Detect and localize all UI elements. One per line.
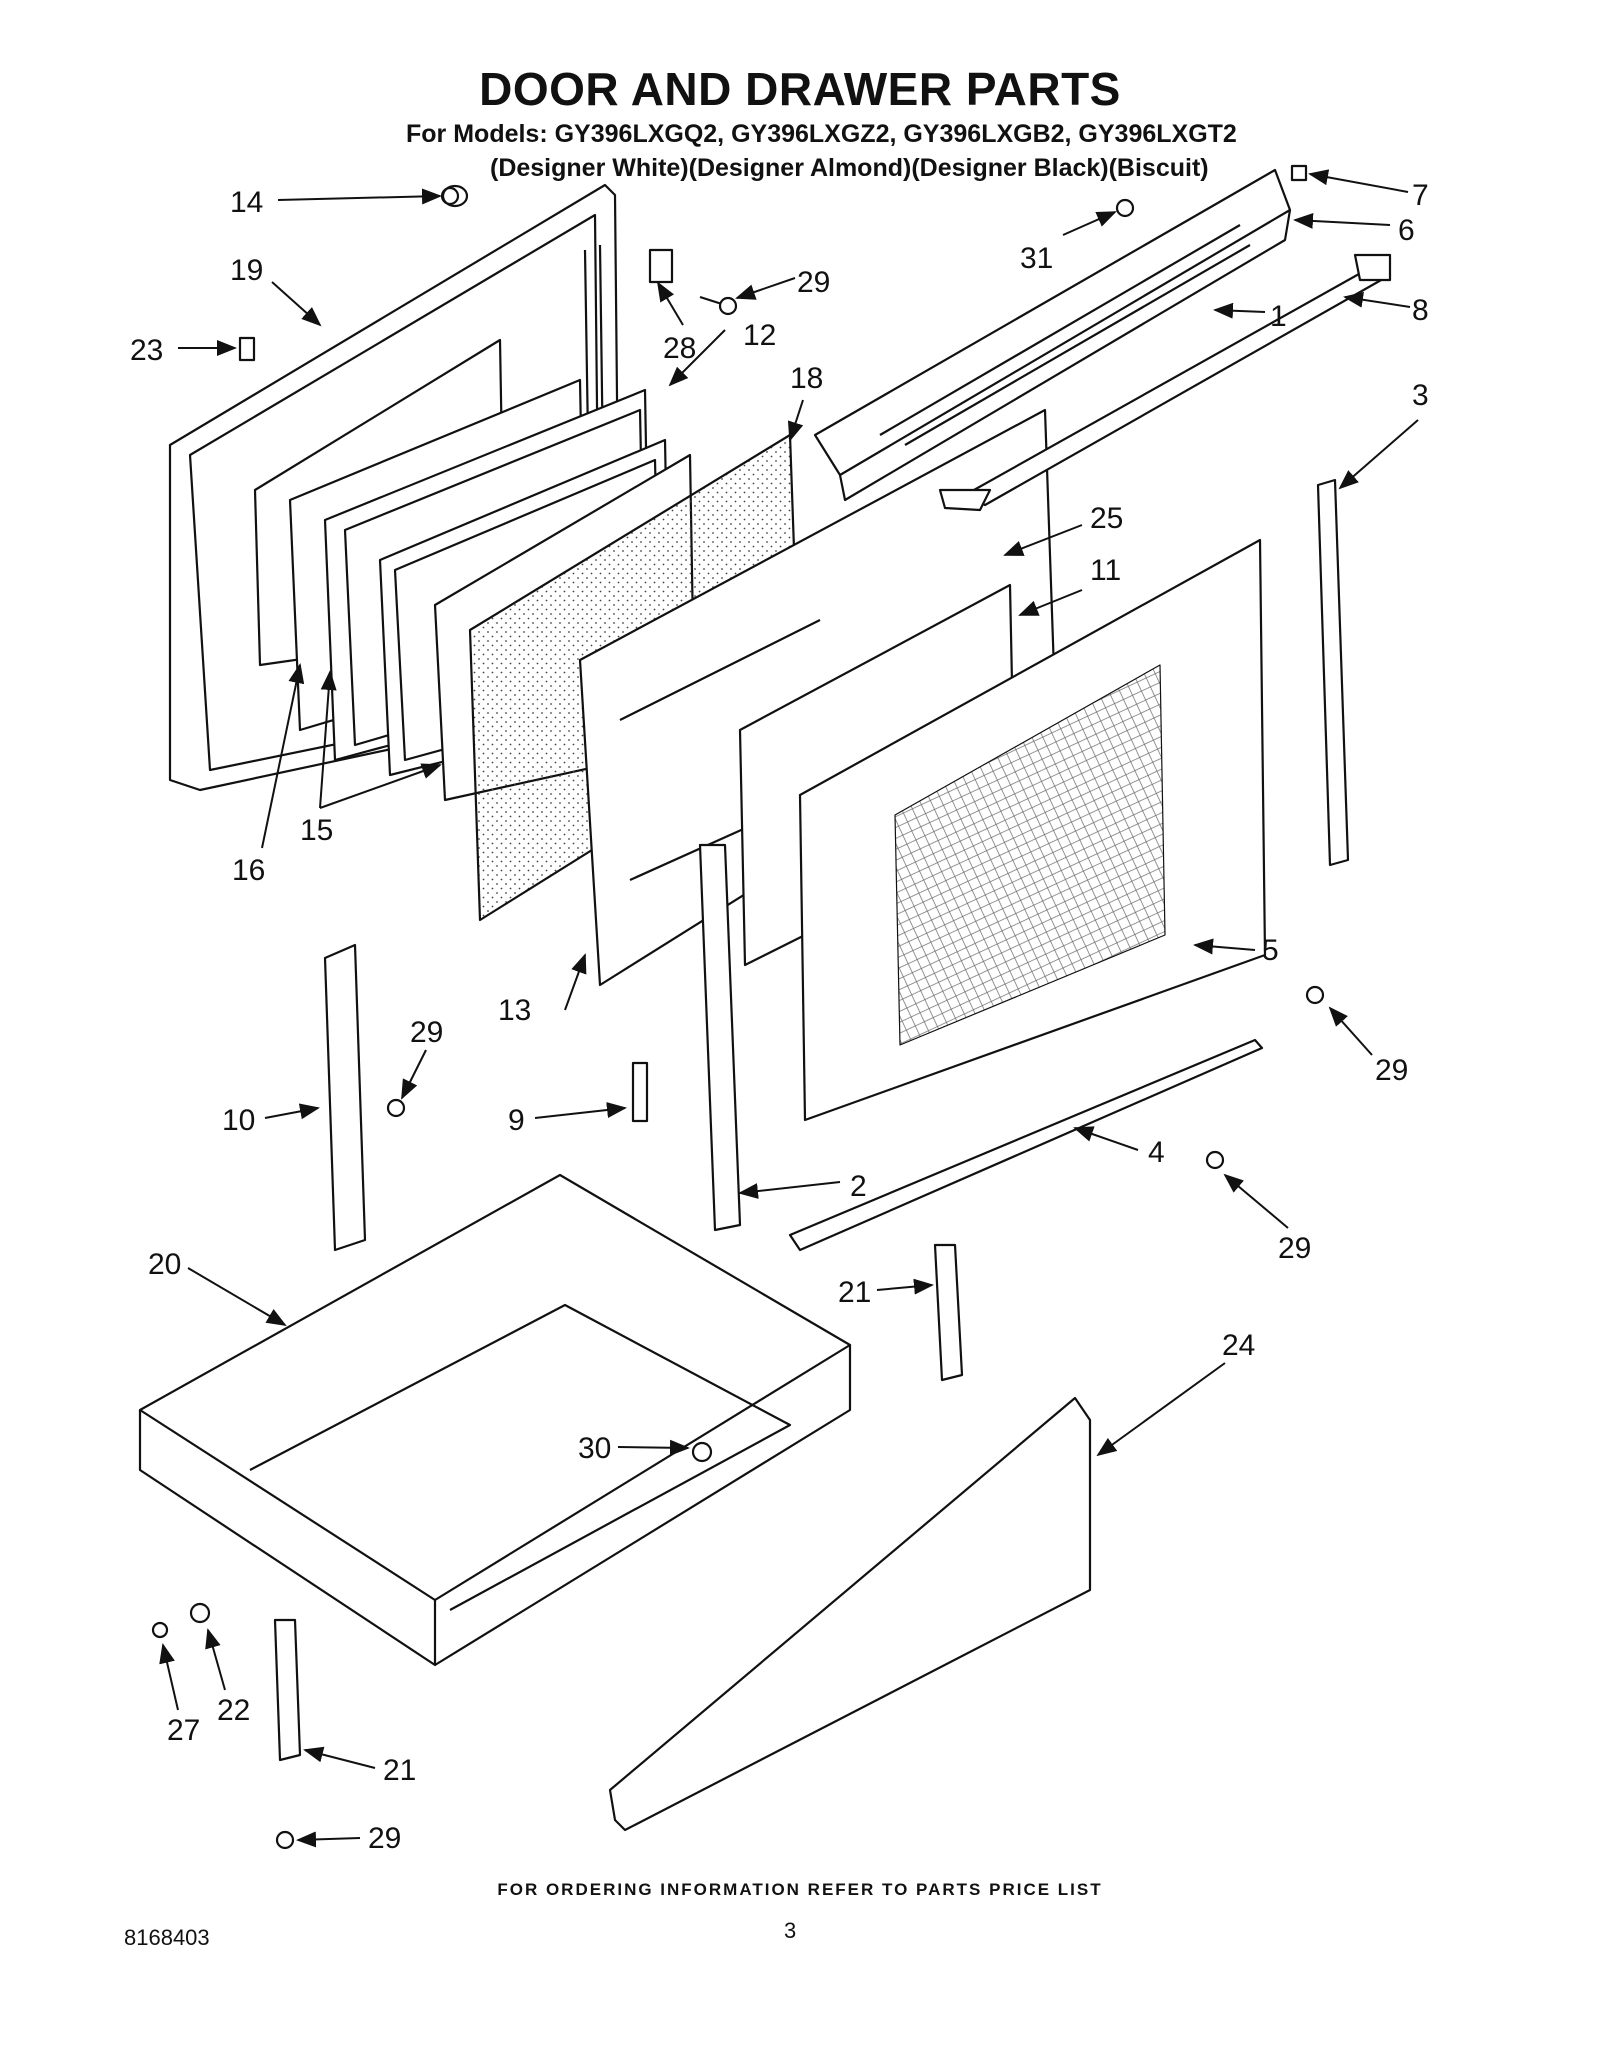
callout-11: 11 [1090,554,1121,587]
screw [1205,1150,1225,1170]
door-hinge [323,943,367,1252]
callout-14: 14 [230,186,263,219]
callout-29: 29 [1375,1054,1408,1087]
callout-12: 12 [743,319,776,352]
roller [189,1602,211,1624]
callout-2: 2 [850,1170,867,1203]
callout-16: 16 [232,854,265,887]
callout-31: 31 [1020,242,1053,275]
screw [691,1441,713,1463]
callout-25: 25 [1090,502,1123,535]
callout-29: 29 [368,1822,401,1855]
callout-21: 21 [838,1276,871,1309]
door-bumper [440,184,469,208]
drawer-glide [933,1243,964,1382]
screw [1305,985,1325,1005]
document-number: 8168403 [124,1925,210,1950]
ordering-note: FOR ORDERING INFORMATION REFER TO PARTS … [497,1880,1103,1899]
left-side-trim [698,843,742,1232]
callout-13: 13 [498,994,531,1027]
callout-21: 21 [383,1754,416,1787]
callout-29: 29 [1278,1232,1311,1265]
drawer-glide [273,1618,302,1762]
callout-6: 6 [1398,214,1415,247]
spacer [631,1061,649,1123]
callout-1: 1 [1270,300,1287,333]
callout-23: 23 [130,334,163,367]
vent-trim [813,168,1292,502]
models-line: For Models: GY396LXGQ2, GY396LXGZ2, GY39… [406,120,1237,148]
callout-8: 8 [1412,294,1429,327]
callout-28: 28 [663,332,696,365]
clip [238,336,256,362]
outer-door-panel [798,538,1267,1122]
callout-10: 10 [222,1104,255,1137]
callout-30: 30 [578,1432,611,1465]
callout-18: 18 [790,362,823,395]
screw [1115,198,1135,218]
callout-29: 29 [797,266,830,299]
screw [275,1830,295,1850]
callout-20: 20 [148,1248,181,1281]
callout-5: 5 [1262,934,1279,967]
callout-22: 22 [217,1694,250,1727]
page-title: DOOR AND DRAWER PARTS [479,63,1121,115]
leader-lines [159,169,1419,1848]
callout-29: 29 [410,1016,443,1049]
gasket [1290,164,1308,182]
page-number: 3 [784,1918,797,1943]
callout-15: 15 [300,814,333,847]
callout-3: 3 [1412,379,1429,412]
door-handle [938,253,1392,512]
screw [699,295,738,316]
callout-24: 24 [1222,1329,1255,1362]
callout-4: 4 [1148,1136,1165,1169]
hinge-bracket [648,248,674,284]
washer [151,1621,169,1639]
callout-labels: 14 19 23 28 12 29 31 7 6 1 8 18 3 25 11 … [130,179,1429,1855]
callout-27: 27 [167,1714,200,1747]
drawer [138,1173,852,1667]
callout-7: 7 [1412,179,1429,212]
side-trim [1316,478,1350,867]
colors-line: (Designer White)(Designer Almond)(Design… [490,154,1209,182]
screw [386,1098,406,1118]
drawer-front [608,1396,1092,1832]
callout-19: 19 [230,254,263,287]
bottom-trim [788,1038,1264,1252]
callout-9: 9 [508,1104,525,1137]
